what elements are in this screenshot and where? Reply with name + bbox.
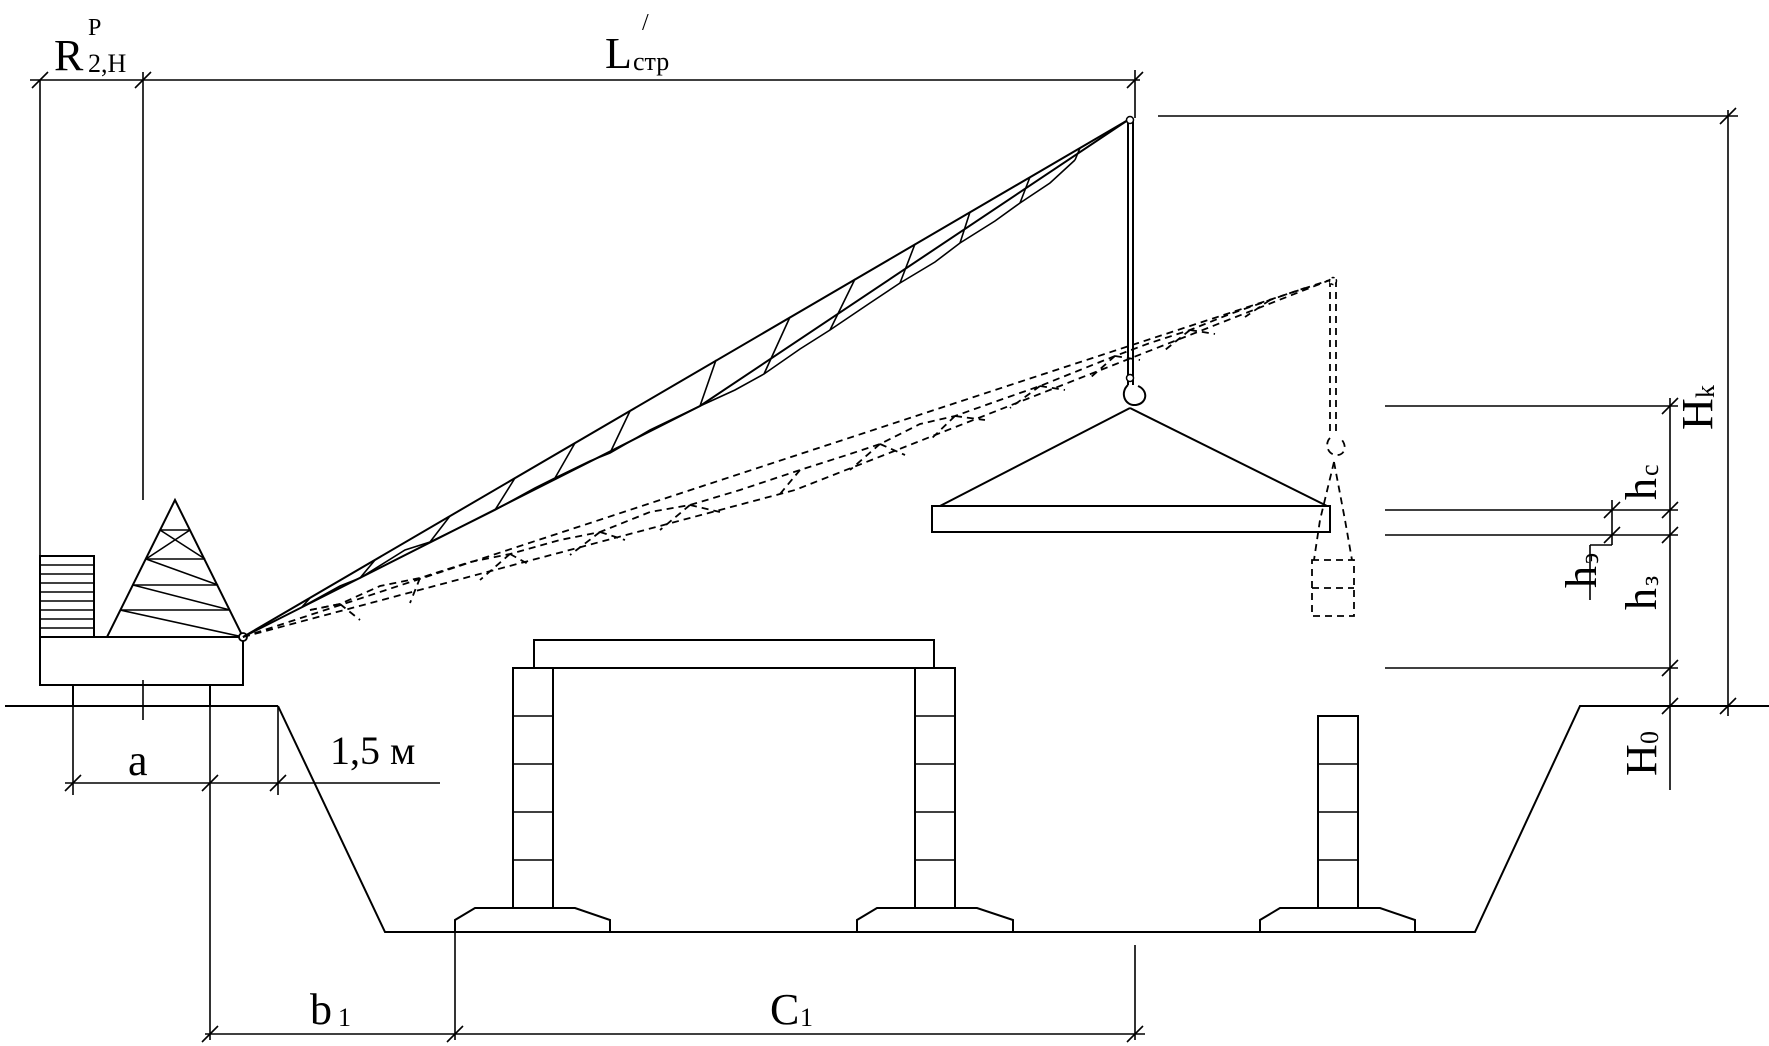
- svg-text:з: з: [1635, 576, 1664, 586]
- dim-R: [30, 71, 1140, 720]
- crane-base: [39, 636, 244, 706]
- svg-text:стр: стр: [633, 47, 669, 76]
- label-Hk: H k: [1673, 385, 1722, 430]
- dim-a: [64, 706, 440, 1040]
- dim-b-C: [201, 932, 1145, 1043]
- svg-text:P: P: [88, 15, 101, 41]
- svg-text:/: /: [642, 10, 649, 36]
- svg-text:b: b: [310, 985, 332, 1034]
- dim-L: [1126, 70, 1144, 118]
- counterweight: [39, 555, 95, 638]
- label-C1: C 1: [770, 985, 813, 1034]
- svg-text:c: c: [1635, 464, 1664, 476]
- label-L: L / стр: [605, 10, 669, 78]
- label-H0: H 0: [1617, 731, 1666, 776]
- svg-text:R: R: [54, 31, 84, 80]
- label-a: a: [128, 736, 148, 785]
- svg-text:2,H: 2,H: [88, 49, 127, 78]
- hook-dashed: [1311, 276, 1355, 617]
- svg-text:0: 0: [1635, 731, 1664, 744]
- label-b1: b 1: [310, 985, 351, 1034]
- svg-text:H: H: [1673, 398, 1722, 430]
- boom-solid: [242, 119, 1129, 638]
- label-hz: h з: [1617, 576, 1666, 610]
- pier-left: [454, 667, 611, 933]
- svg-text:э: э: [1575, 553, 1604, 564]
- boom-dashed: [242, 279, 1331, 638]
- svg-text:h: h: [1557, 566, 1606, 588]
- svg-text:L: L: [605, 29, 632, 78]
- dim-vertical: [1158, 107, 1738, 790]
- svg-text:k: k: [1691, 385, 1720, 398]
- hook-solid: [1122, 115, 1147, 407]
- label-R: R P 2,H: [54, 15, 127, 80]
- pier-right: [1259, 715, 1416, 933]
- svg-text:1: 1: [800, 1003, 813, 1032]
- ground-profile: [5, 705, 1769, 933]
- load-panel: [931, 407, 1331, 533]
- svg-text:h: h: [1617, 588, 1666, 610]
- svg-text:H: H: [1617, 744, 1666, 776]
- label-offset: 1,5 м: [330, 728, 415, 773]
- label-he: h э: [1557, 553, 1606, 588]
- installed-beam: [513, 639, 955, 669]
- pier-middle: [856, 667, 1014, 933]
- svg-text:C: C: [770, 985, 799, 1034]
- svg-text:1: 1: [338, 1003, 351, 1032]
- label-hc: h c: [1617, 464, 1666, 500]
- svg-text:h: h: [1617, 478, 1666, 500]
- a-frame: [105, 497, 245, 638]
